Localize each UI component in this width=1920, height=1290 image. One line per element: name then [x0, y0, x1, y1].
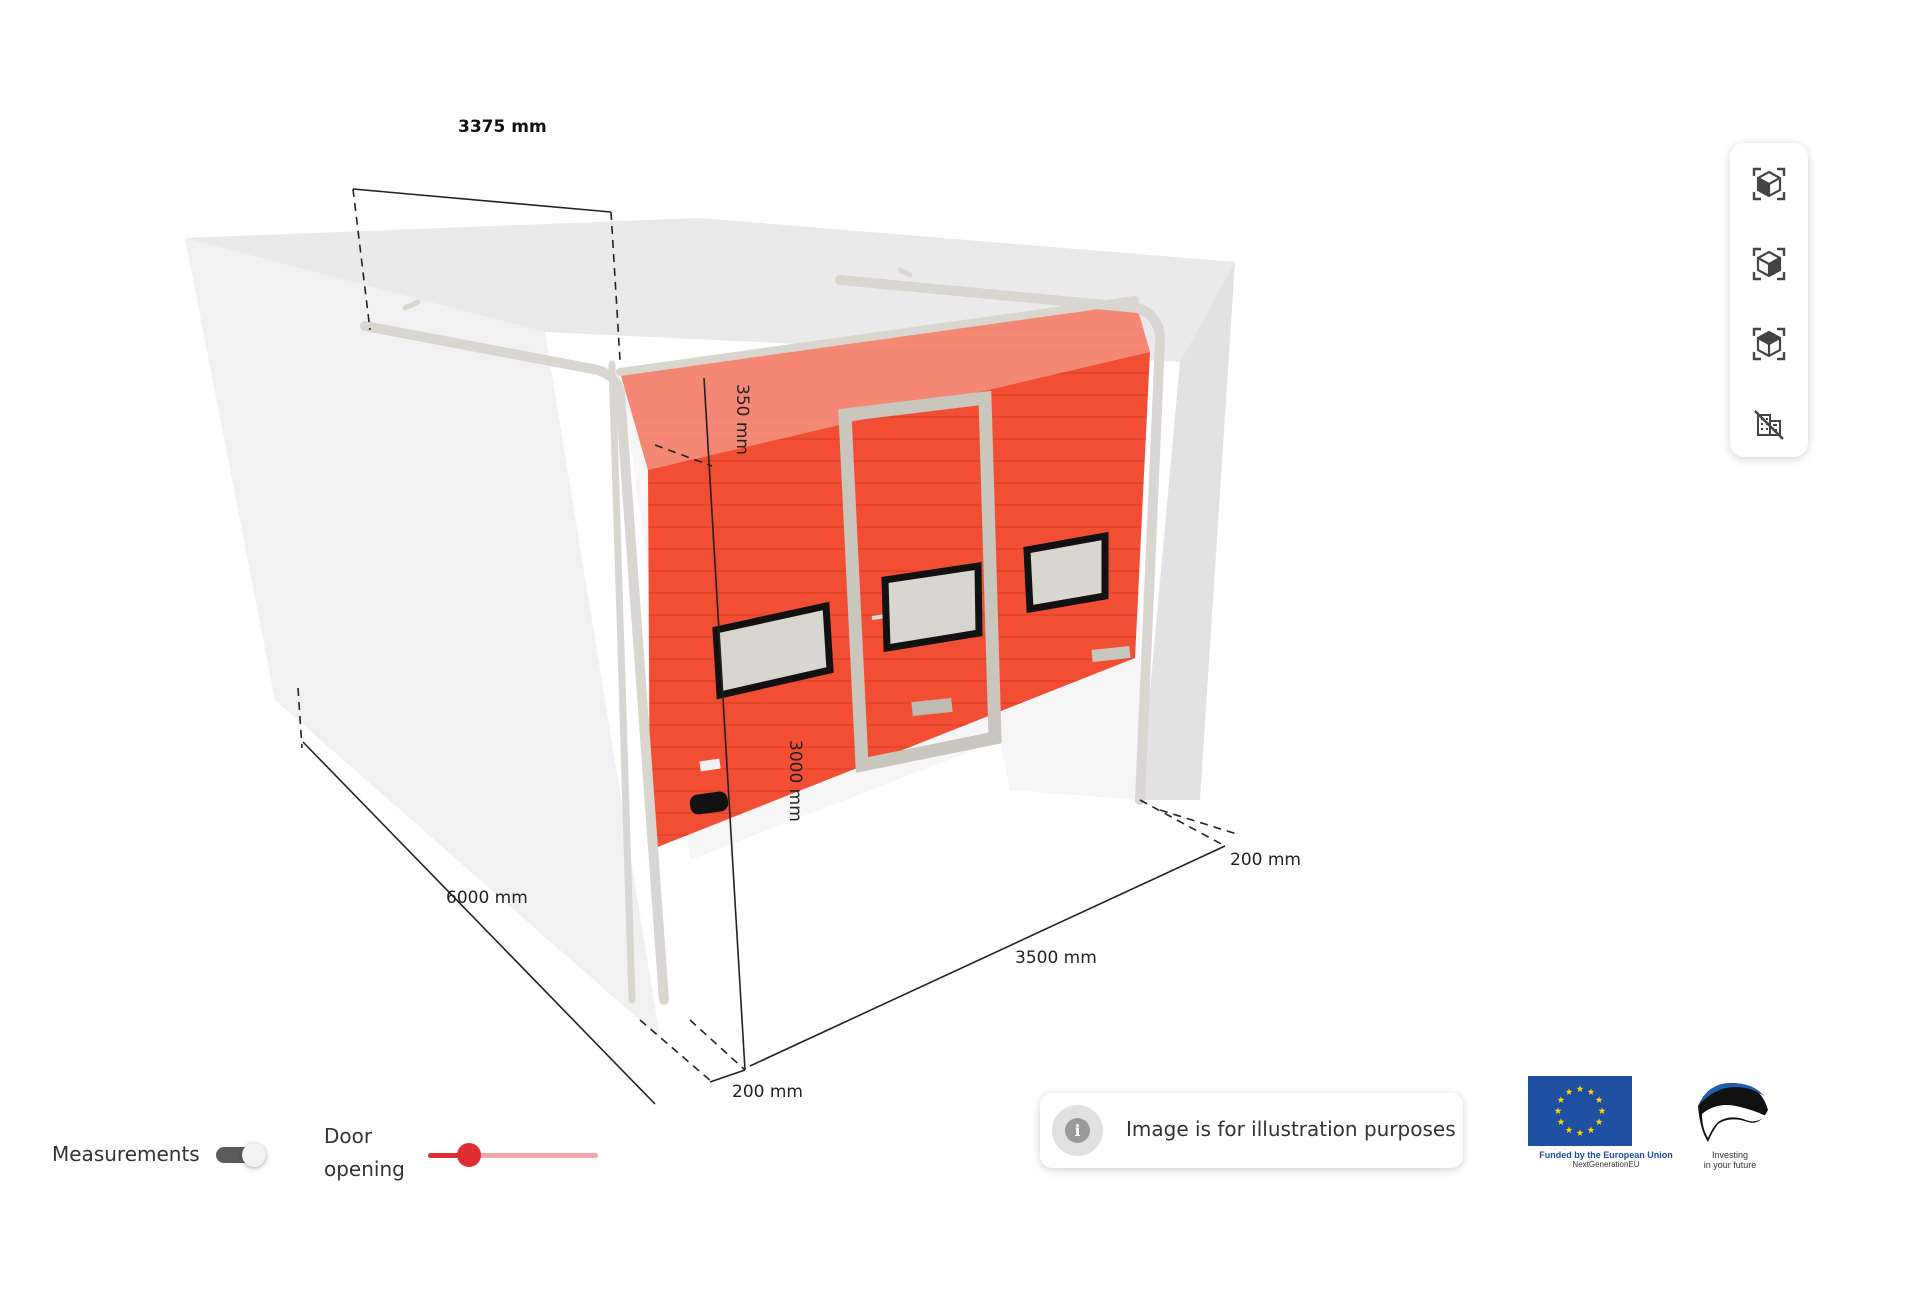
- eu-star: [1576, 1129, 1584, 1136]
- dimension-door-width: 3500 mm: [1015, 948, 1097, 968]
- eu-star: [1595, 1118, 1603, 1125]
- eu-caption-line1: Funded by the European Union: [1539, 1150, 1673, 1160]
- eu-star: [1557, 1118, 1565, 1125]
- ee-caption-line1: Investing: [1711, 1150, 1749, 1160]
- door-opening-slider[interactable]: [428, 1142, 598, 1168]
- eu-flag-logo: [1528, 1076, 1632, 1146]
- door-leaf: [620, 300, 1150, 850]
- eu-caption-line2: NextGenerationEU: [1572, 1160, 1640, 1169]
- illustration-notice: i Image is for illustration purposes: [1040, 1093, 1463, 1168]
- dimension-side-room-left: 200 mm: [732, 1082, 803, 1102]
- eu-star: [1587, 1126, 1595, 1133]
- info-icon[interactable]: i: [1052, 1105, 1103, 1156]
- cube-perspective-view-button[interactable]: [1746, 321, 1792, 367]
- hide-walls-icon: [1754, 410, 1784, 440]
- ee-caption-line2: in your future: [1703, 1160, 1757, 1170]
- door-opening-slider-fill: [428, 1153, 469, 1158]
- cube-side-view-button[interactable]: [1746, 241, 1792, 287]
- door-opening-slider-rail: [428, 1153, 598, 1158]
- eu-star: [1576, 1085, 1584, 1092]
- cube-front-view-icon: [1752, 167, 1786, 201]
- dimension-header-height: 350 mm: [732, 384, 752, 455]
- estonia-flag-logo: [1698, 1082, 1768, 1142]
- cube-front-view-button[interactable]: [1746, 161, 1792, 207]
- door-rails: [360, 267, 1166, 1005]
- estonia-caption: Investing in your future: [1690, 1150, 1770, 1170]
- eu-star: [1554, 1107, 1562, 1114]
- cube-side-view-icon: [1752, 247, 1786, 281]
- illustration-notice-text: Image is for illustration purposes: [1126, 1117, 1456, 1141]
- eu-star: [1565, 1126, 1573, 1133]
- door-opening-label-line1: Door: [324, 1124, 373, 1148]
- door-opening-label: Door opening: [324, 1120, 405, 1186]
- hide-walls-button[interactable]: [1746, 401, 1792, 447]
- cube-perspective-view-icon: [1752, 327, 1786, 361]
- dimension-top-width: 3375 mm: [458, 117, 547, 137]
- eu-star: [1565, 1088, 1573, 1095]
- dimension-depth: 6000 mm: [446, 888, 528, 908]
- eu-star: [1598, 1107, 1606, 1114]
- door-opening-slider-thumb[interactable]: [456, 1143, 481, 1167]
- measurements-toggle[interactable]: [216, 1143, 268, 1167]
- dimension-lines: [297, 188, 1241, 1105]
- eu-star: [1595, 1096, 1603, 1103]
- measurements-label: Measurements: [52, 1142, 200, 1166]
- dimension-side-room-right: 200 mm: [1230, 850, 1301, 870]
- eu-star: [1587, 1088, 1595, 1095]
- eu-star: [1557, 1096, 1565, 1103]
- eu-funding-caption: Funded by the European Union NextGenerat…: [1520, 1150, 1692, 1170]
- door-opening-label-line2: opening: [324, 1157, 405, 1181]
- measurements-toggle-knob: [242, 1143, 266, 1167]
- dimension-door-height: 3000 mm: [785, 740, 805, 822]
- view-toolbar: [1730, 143, 1808, 457]
